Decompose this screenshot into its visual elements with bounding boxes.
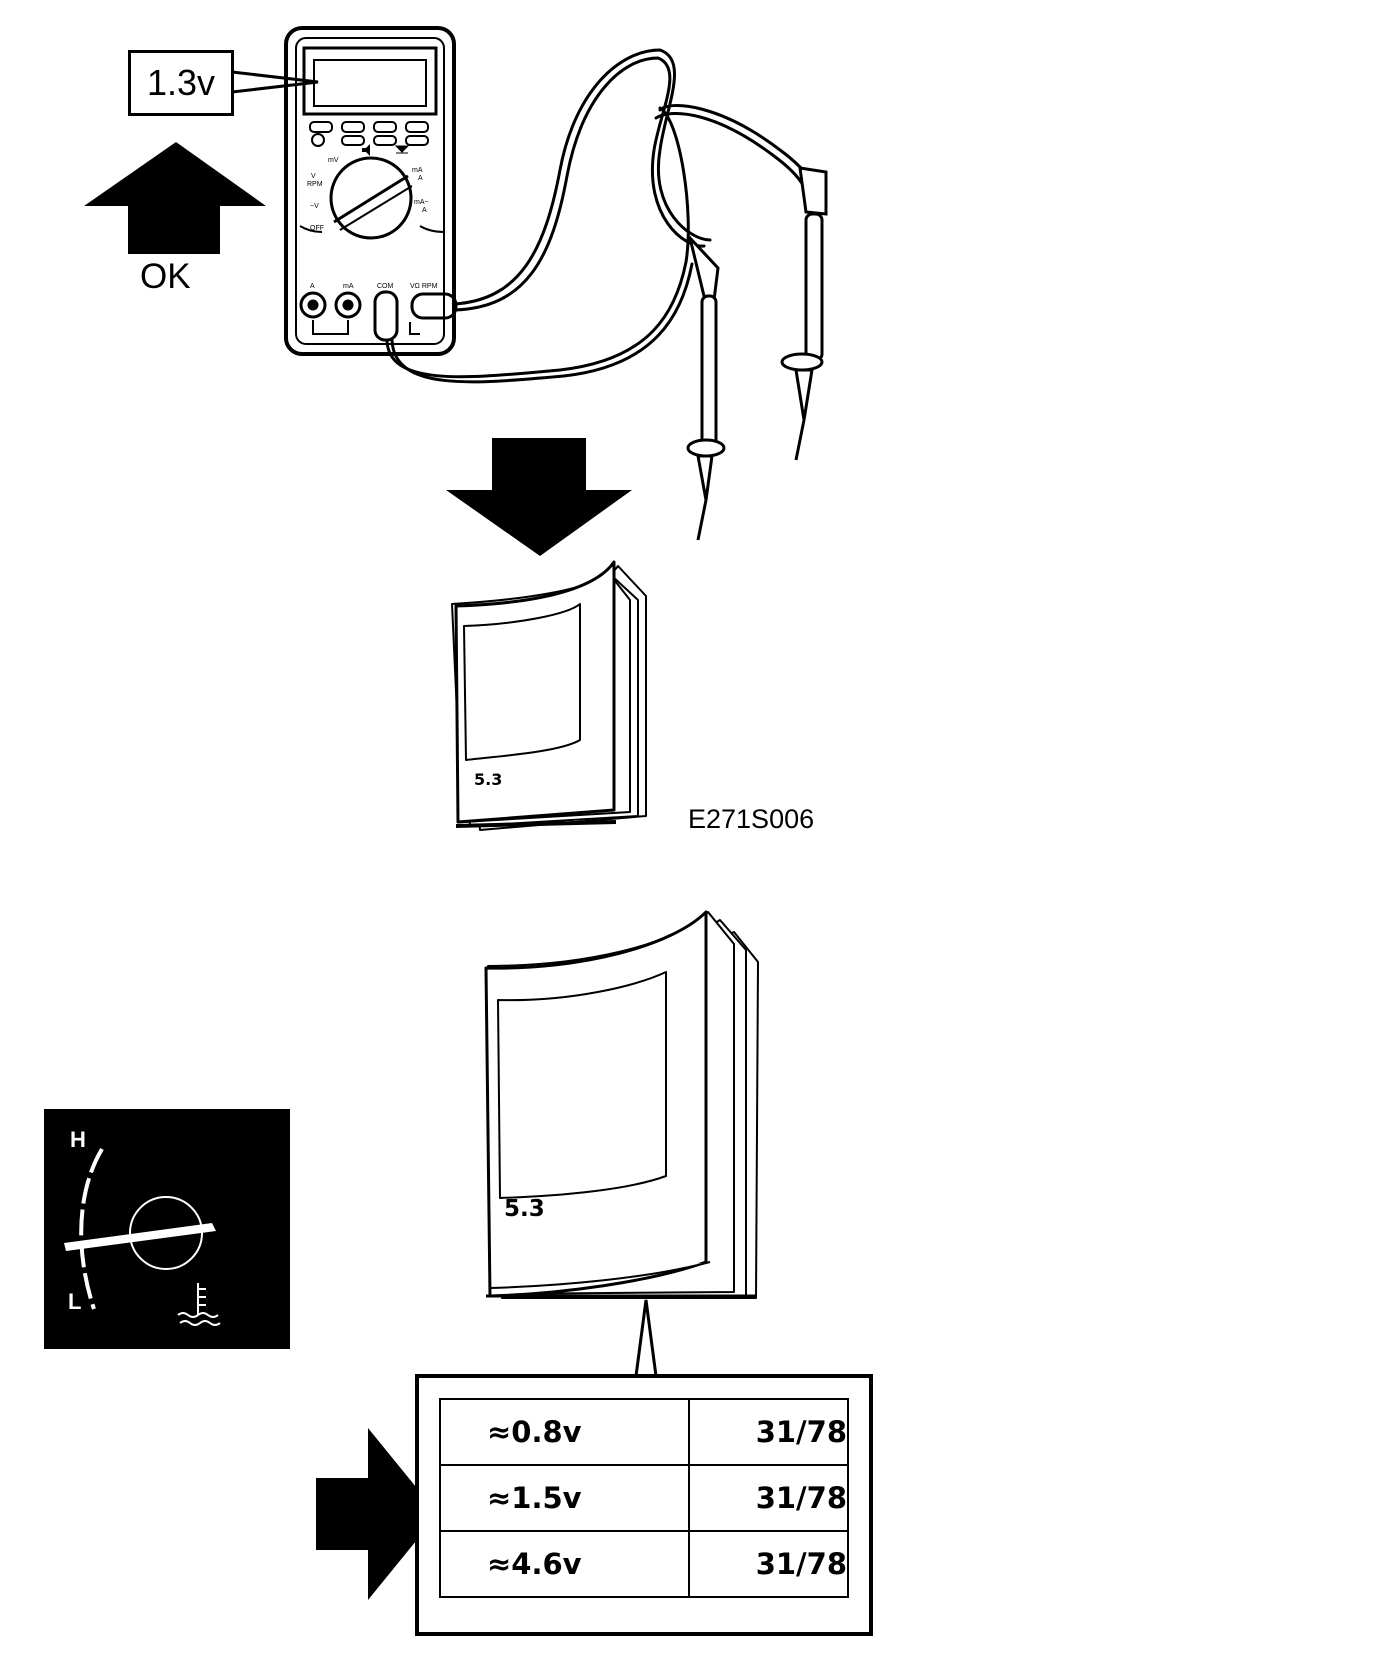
dial-label: V	[311, 173, 316, 180]
manual-small	[451, 560, 647, 831]
right-arrow	[316, 1428, 438, 1600]
table-row: ≈4.6v 31/78	[439, 1530, 850, 1598]
multimeter-button	[405, 121, 429, 133]
jack-ma	[334, 291, 362, 319]
multimeter	[284, 26, 458, 356]
figure-code: E271S006	[688, 804, 815, 834]
temperature-gauge: H L	[44, 1109, 290, 1349]
probe-left	[686, 232, 726, 541]
voltage-cell: ≈0.8v	[439, 1398, 690, 1466]
voltage-reading: 1.3v	[146, 62, 216, 103]
dial-label: A	[422, 207, 427, 214]
dial-label: A	[418, 175, 423, 182]
multimeter-button	[341, 121, 365, 133]
reference-cell: 31/78	[687, 1464, 850, 1532]
jack-label: VΩ RPM	[410, 283, 438, 290]
gauge-needle	[64, 1223, 216, 1251]
test-leads	[385, 48, 820, 384]
down-arrow	[446, 438, 632, 556]
dial-label: mA~	[414, 199, 429, 206]
reference-cell: 31/78	[687, 1530, 850, 1598]
gauge-dial	[129, 1196, 203, 1270]
spec-table: ≈0.8v 31/78 ≈1.5v 31/78 ≈4.6v 31/78	[439, 1398, 850, 1598]
coolant-temp-icon	[177, 1283, 221, 1326]
jack-label: A	[310, 283, 315, 290]
spec-table-frame: ≈0.8v 31/78 ≈1.5v 31/78 ≈4.6v 31/78	[415, 1374, 873, 1636]
dial-label: ~V	[310, 203, 319, 210]
manual-large	[484, 910, 759, 1299]
multimeter-markings: mV V RPM ~V OFF mA A mA~ A A mA COM VΩ R…	[307, 157, 438, 290]
manual-small-page-ref: 5.3	[474, 770, 503, 789]
manual-pointer	[634, 1299, 658, 1377]
gauge-artwork: H L	[64, 1127, 221, 1326]
jack-label: mA	[343, 283, 354, 290]
dial-label: mA	[412, 167, 423, 174]
gauge-high-label: H	[70, 1127, 86, 1152]
table-row: ≈0.8v 31/78	[439, 1398, 850, 1466]
jack-a	[299, 291, 327, 319]
multimeter-button	[373, 121, 397, 133]
ok-label: OK	[140, 257, 191, 296]
table-row: ≈1.5v 31/78	[439, 1464, 850, 1532]
gauge-low-label: L	[68, 1289, 81, 1314]
voltage-cell: ≈1.5v	[439, 1464, 690, 1532]
dial-label: RPM	[307, 181, 323, 188]
ok-arrow	[84, 142, 266, 254]
rotary-dial	[329, 156, 413, 240]
multimeter-display	[302, 46, 438, 116]
jack-v-plug	[410, 292, 458, 320]
jack-label: COM	[377, 283, 394, 290]
dial-label: mV	[328, 157, 339, 164]
dial-label: OFF	[310, 225, 324, 232]
callout-pointer	[231, 70, 319, 94]
jack-com-plug	[373, 290, 399, 342]
probe-right	[780, 166, 828, 461]
voltage-cell: ≈4.6v	[439, 1530, 690, 1598]
reference-cell: 31/78	[687, 1398, 850, 1466]
manual-large-page-ref: 5.3	[504, 1196, 545, 1222]
multimeter-button	[309, 121, 333, 133]
voltage-callout: 1.3v	[128, 50, 234, 116]
